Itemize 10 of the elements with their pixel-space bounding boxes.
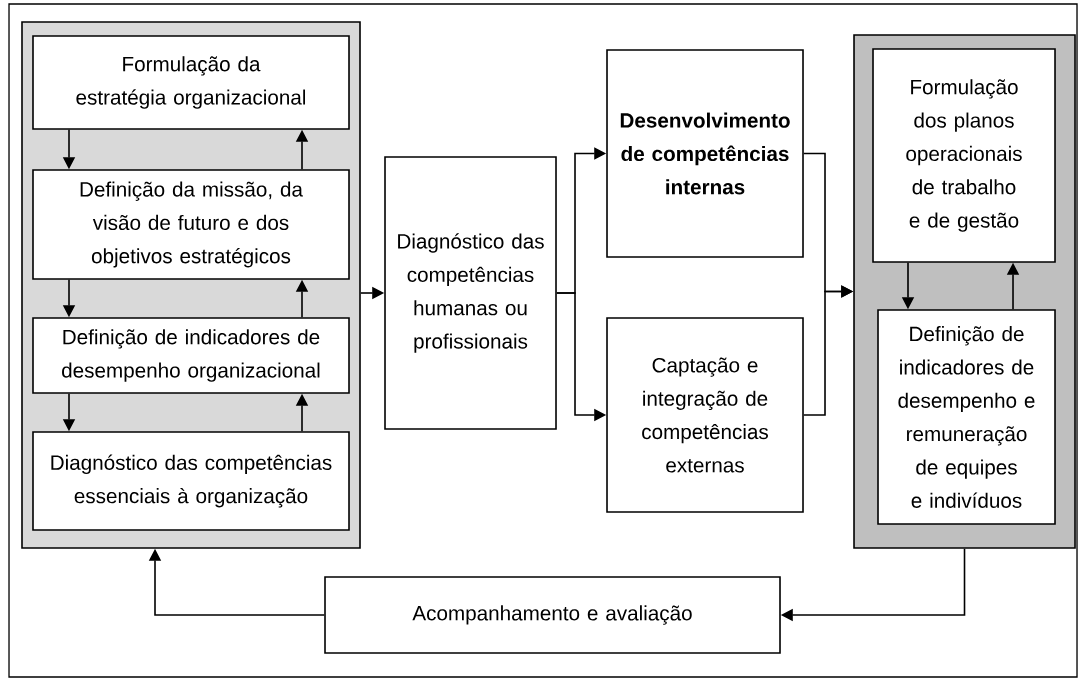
- process-box: Definição da missão, da visão de futuro e dos objetivos estratégicos: [32, 169, 350, 280]
- process-box: Formulação dos planos operacionais de trabalho e de gestão: [872, 48, 1056, 263]
- process-box: Diagnóstico das competências humanas ou profissionais: [384, 156, 557, 430]
- process-box: Diagnóstico das competências essenciais à organização: [32, 431, 350, 531]
- process-box: Formulação da estratégia organizacional: [32, 35, 350, 130]
- process-box: Acompanhamento e avaliação: [324, 576, 781, 654]
- process-box: Definição de indicadores de desempenho e remuneração de equipes e indivíduos: [877, 309, 1056, 525]
- process-box: Desenvolvimento de competências internas: [606, 49, 804, 258]
- process-box: Captação e integração de competências externas: [606, 317, 804, 513]
- process-box: Definição de indicadores de desempenho organizacional: [32, 317, 350, 394]
